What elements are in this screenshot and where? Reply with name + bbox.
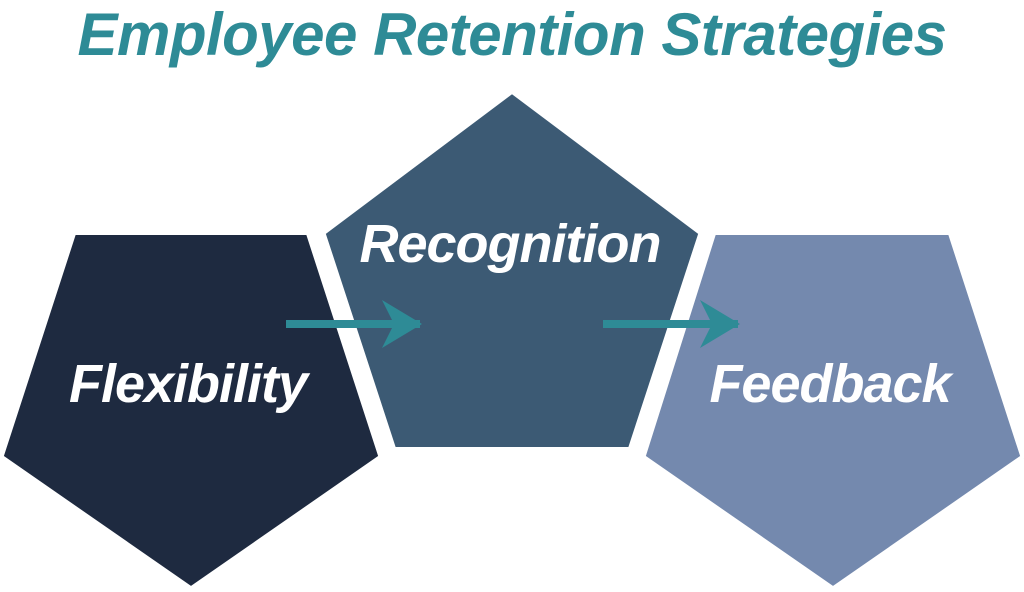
label-flexibility: Flexibility: [69, 354, 311, 414]
pentagon-recognition: [314, 81, 710, 457]
diagram-title: Employee Retention Strategies: [77, 1, 947, 68]
label-feedback: Feedback: [709, 354, 954, 414]
label-recognition: Recognition: [360, 214, 661, 274]
